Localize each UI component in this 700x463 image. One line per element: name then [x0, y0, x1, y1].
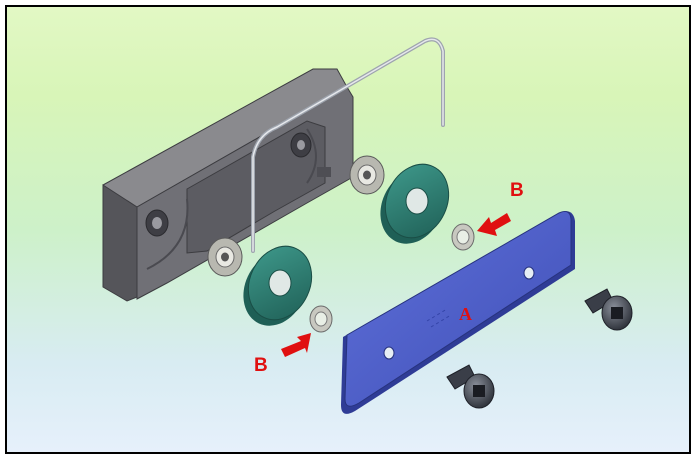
bearing-upper: [349, 155, 385, 195]
wheel-lower: [243, 245, 313, 326]
washer-left: [309, 305, 333, 333]
washer-right: [451, 223, 475, 251]
screw-left: [446, 364, 495, 409]
screw-right: [584, 288, 633, 331]
wheel-upper: [380, 163, 450, 244]
arrow-b-right: [477, 213, 511, 236]
label-b-right: B: [510, 180, 524, 201]
housing-block: [102, 68, 354, 302]
cover-plate: [341, 211, 575, 414]
label-a: A: [459, 304, 472, 324]
bearing-lower: [207, 237, 243, 277]
arrow-b-left: [281, 333, 311, 357]
exploded-assembly-diagram: B B A: [102, 37, 633, 414]
diagram-frame: B B A: [5, 5, 691, 454]
label-b-left: B: [254, 355, 268, 376]
